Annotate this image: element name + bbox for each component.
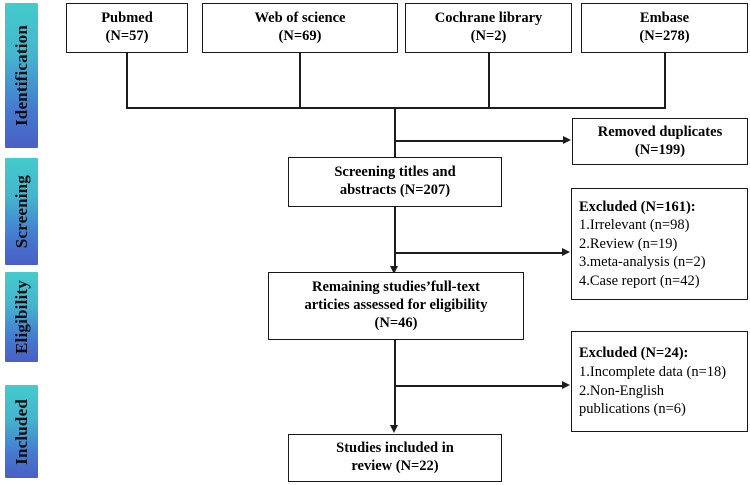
connector-trunk-to-screening [394, 107, 396, 157]
stage-label-included: Included [11, 398, 31, 465]
excluded-box-161: Excluded (N=161):1.Irrelevant (n=98)2.Re… [571, 188, 748, 300]
source-box-web-of-science-text: Web of science(N=69) [254, 10, 346, 44]
connector-branch-to-excluded-24 [395, 385, 562, 387]
source-box-embase: Embase(N=278) [581, 3, 748, 53]
source-box-pubmed: Pubmed(N=57) [66, 3, 188, 53]
arrowhead-to-excluded-24 [562, 381, 570, 389]
connector-embase-drop [664, 53, 666, 108]
source-box-cochrane-library: Cochrane library(N=2) [405, 3, 572, 53]
stage-bar-included: Included [5, 385, 38, 478]
arrowhead-to-excluded-161 [562, 248, 570, 256]
stage-bar-identification: Identification [5, 3, 38, 148]
stage-label-eligibility: Eligibility [11, 280, 31, 354]
source-box-pubmed-text: Pubmed(N=57) [101, 10, 153, 44]
stage-bar-eligibility: Eligibility [5, 272, 38, 362]
excluded-box-161-text: Excluded (N=161):1.Irrelevant (n=98)2.Re… [579, 198, 706, 289]
source-box-web-of-science: Web of science(N=69) [202, 3, 398, 53]
stage-label-identification: Identification [11, 24, 31, 127]
source-box-embase-text: Embase(N=278) [639, 10, 690, 44]
stage-bar-screening: Screening [5, 158, 38, 265]
arrowhead-to-eligibility [390, 266, 398, 274]
connector-wos-drop [299, 53, 301, 108]
stage-label-screening: Screening [11, 174, 31, 249]
excluded-box-24-text: Excluded (N=24):1.Incomplete data (n=18)… [579, 345, 727, 418]
connector-eligibility-to-included [394, 340, 396, 428]
removed-duplicates-text: Removed duplicates(N=199) [597, 123, 723, 158]
connector-pubmed-drop [126, 53, 128, 108]
arrowhead-to-included [390, 425, 398, 433]
removed-duplicates-box: Removed duplicates(N=199) [572, 118, 748, 165]
connector-screening-to-eligibility [394, 207, 396, 269]
connector-branch-to-excluded-161 [395, 252, 562, 254]
source-box-cochrane-library-text: Cochrane library(N=2) [434, 10, 543, 44]
arrowhead-to-duplicates [563, 136, 571, 144]
connector-branch-to-duplicates [395, 140, 563, 142]
connector-cochrane-drop [488, 53, 490, 108]
excluded-box-24: Excluded (N=24):1.Incomplete data (n=18)… [571, 331, 748, 432]
connector-sources-bus [126, 107, 666, 109]
